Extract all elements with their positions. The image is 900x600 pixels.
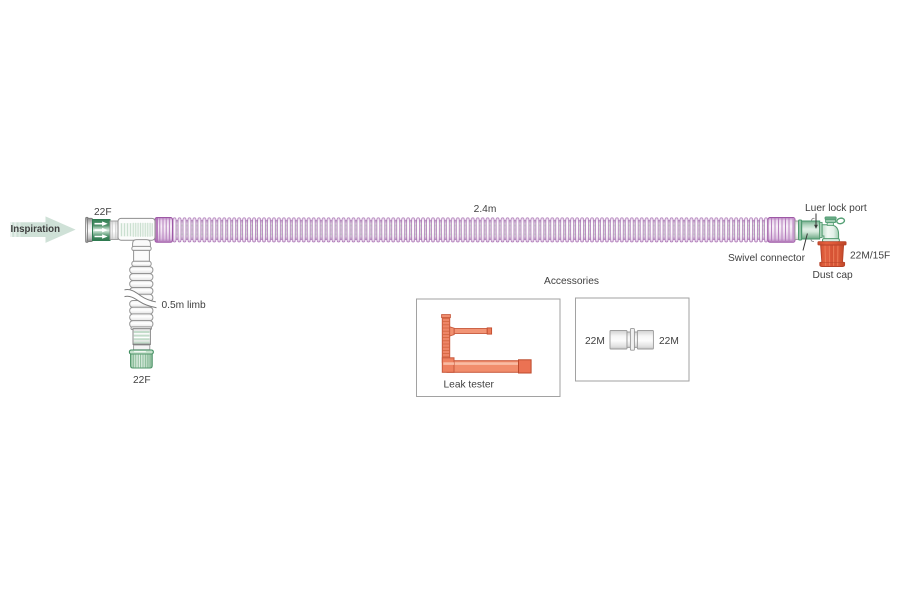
- svg-text:Inspiration: Inspiration: [11, 224, 61, 235]
- svg-text:22F: 22F: [94, 207, 112, 218]
- svg-text:Accessories: Accessories: [544, 276, 599, 287]
- svg-text:Leak tester: Leak tester: [444, 380, 495, 391]
- svg-text:Dust cap: Dust cap: [813, 270, 854, 281]
- svg-text:2.4m: 2.4m: [474, 204, 497, 215]
- svg-text:22M: 22M: [659, 336, 679, 347]
- svg-text:22M: 22M: [585, 336, 605, 347]
- svg-text:Swivel connector: Swivel connector: [728, 253, 806, 264]
- svg-text:22F: 22F: [133, 375, 151, 386]
- svg-text:0.5m limb: 0.5m limb: [162, 300, 206, 311]
- svg-text:Luer lock port: Luer lock port: [805, 203, 867, 214]
- svg-text:22M/15F: 22M/15F: [850, 251, 890, 262]
